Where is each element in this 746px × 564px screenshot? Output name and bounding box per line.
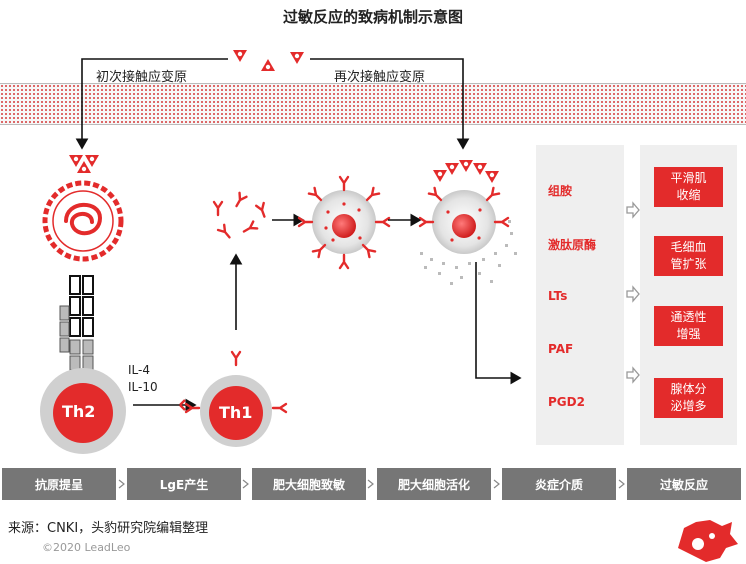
second-exposure-label: 再次接触应变原 [334, 70, 426, 85]
cytokine-il10: IL-10 [128, 380, 158, 394]
stage-mast-activation: 肥大细胞活化 [377, 468, 491, 500]
mediator-pgd2: PGD2 [548, 395, 585, 409]
mediators-panel [536, 145, 624, 445]
effect-smooth-muscle: 平滑肌 收缩 [654, 167, 723, 207]
th2-label: Th2 [62, 402, 96, 421]
effect-gland-secretion: 腺体分 泌增多 [654, 378, 723, 418]
sensitized-mast-cell [297, 175, 391, 270]
diagram-title: 过敏反应的致病机制示意图 [282, 8, 463, 26]
mediator-histamine: 组胺 [548, 184, 573, 198]
mediator-paf: PAF [548, 342, 574, 356]
source-note: 来源：CNKI，头豹研究院编辑整理 [8, 521, 209, 536]
mucosa-membrane [0, 83, 746, 125]
th1-cell [184, 350, 288, 447]
effect-capillary-dilation: 毛细血 管扩张 [654, 236, 723, 276]
first-exposure-label: 初次接触应变原 [96, 70, 188, 85]
stage-ige-production: LgE产生 [127, 468, 241, 500]
mediator-release-arrow [475, 262, 522, 385]
stage-inflammatory-mediators: 炎症介质 [502, 468, 616, 500]
second-exposure-arrow [310, 58, 470, 150]
first-exposure-arrow [75, 58, 228, 150]
activated-mast-cell [418, 160, 517, 285]
th2-cell [40, 368, 126, 454]
stage-antigen-presentation: 抗原提呈 [2, 468, 116, 500]
mediator-kininogenase: 激肽原酶 [548, 238, 597, 252]
stage-allergic-reaction: 过敏反应 [627, 468, 741, 500]
cytokine-il4: IL-4 [128, 363, 150, 377]
copyright-note: ©2020 LeadLeo [42, 541, 131, 554]
mhc-tcr-complex [59, 275, 94, 371]
mediator-lts: LTs [548, 289, 568, 303]
stage-mast-sensitization: 肥大细胞致敏 [252, 468, 366, 500]
effect-permeability: 通透性 增强 [654, 306, 723, 346]
effect-arrows [626, 201, 640, 384]
stage-separators [118, 479, 625, 489]
th1-label: Th1 [219, 403, 253, 422]
antigen-presenting-cell [42, 180, 124, 262]
ige-antibodies [212, 191, 270, 242]
logo-icon [678, 520, 738, 562]
allergen-triangle-icon [233, 50, 304, 71]
